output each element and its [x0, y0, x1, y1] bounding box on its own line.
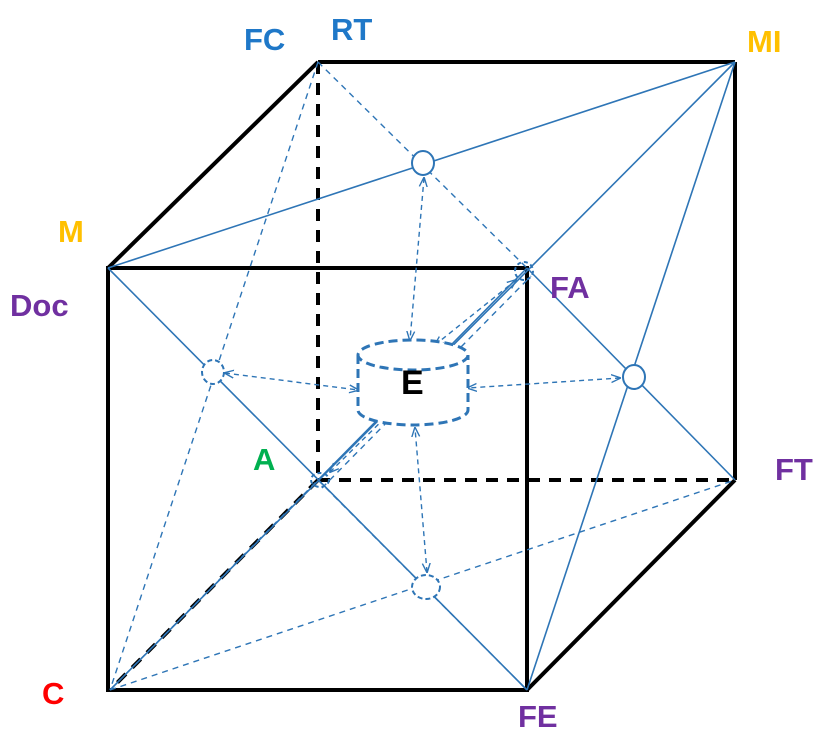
left-face-center-circle — [201, 359, 225, 385]
label-e: E — [401, 364, 424, 402]
label-c: C — [42, 676, 65, 711]
arrow-right-center — [468, 378, 620, 388]
center-cylinder-icon — [356, 338, 470, 427]
arrow-a-center — [330, 405, 398, 472]
cylinder-top — [356, 338, 470, 372]
top-face-center-circle — [411, 150, 435, 176]
arrow-fa-center — [435, 280, 516, 345]
right-face-center-circle — [622, 364, 646, 390]
center-arrows — [225, 178, 620, 572]
arrow-top-center — [410, 178, 424, 340]
diag-m-fe — [107, 267, 528, 691]
label-a: A — [253, 442, 276, 477]
label-ft: FT — [775, 452, 813, 487]
a-vertex-circle — [310, 472, 330, 488]
label-rt: RT — [331, 12, 373, 47]
face-center-markers — [201, 150, 646, 600]
label-m: M — [58, 214, 84, 249]
edge-ft-fe — [525, 478, 737, 692]
cylinder-body — [356, 355, 470, 427]
arrow-bottom-center — [415, 428, 427, 572]
edge-m-rt — [106, 60, 320, 270]
bottom-face-center-circle — [411, 574, 441, 600]
diag-c-a-inner — [109, 479, 319, 691]
arrow-left-center — [225, 373, 358, 390]
label-doc: Doc — [10, 288, 69, 323]
label-fe: FE — [518, 699, 558, 734]
fa-vertex-circle — [514, 261, 534, 281]
label-fa: FA — [550, 270, 590, 305]
visible-cube-edges — [106, 60, 737, 692]
label-mi: MI — [747, 24, 782, 59]
label-fc: FC — [244, 22, 286, 57]
front-face — [106, 266, 529, 692]
